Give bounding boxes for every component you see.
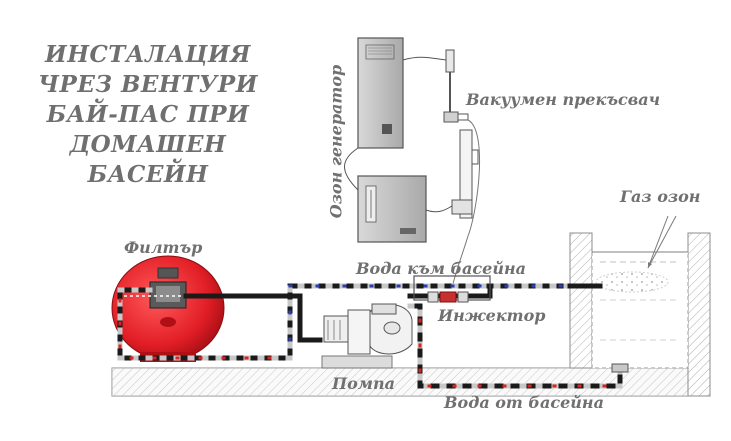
injector-label: Инжектор — [438, 306, 546, 325]
water-from-pool-label: Вода от басейна — [444, 393, 604, 412]
gas-ozone-label: Газ озон — [620, 187, 701, 206]
filter-tank — [111, 255, 225, 362]
title-line: БАЙ-ПАС ПРИ — [46, 101, 250, 128]
title-line: БАСЕЙН — [87, 161, 209, 188]
pump — [321, 303, 413, 369]
pool-outlet — [611, 363, 629, 373]
pump-label: Помпа — [332, 374, 395, 393]
injector-bypass — [413, 275, 491, 303]
vacuum-breaker-label: Вакуумен прекъсвач — [466, 90, 660, 109]
filter-label: Филтър — [124, 238, 203, 257]
ozone-generator-label: Озон генератор — [326, 64, 346, 219]
ozone-gas-cloud — [595, 215, 677, 293]
water-to-pool-label: Вода към басейна — [356, 259, 527, 278]
title-line: ДОМАШЕН — [69, 131, 227, 158]
pool-basin — [569, 232, 711, 397]
title-line: ЧРЕЗ ВЕНТУРИ — [38, 71, 258, 98]
ozone-generator-unit — [344, 37, 427, 243]
title-line: ИНСТАЛАЦИЯ — [45, 41, 251, 68]
ground-slab — [111, 367, 689, 397]
diagram-title: ИНСТАЛАЦИЯ ЧРЕЗ ВЕНТУРИ БАЙ-ПАС ПРИ ДОМА… — [28, 40, 268, 190]
vacuum-breaker — [402, 49, 481, 289]
